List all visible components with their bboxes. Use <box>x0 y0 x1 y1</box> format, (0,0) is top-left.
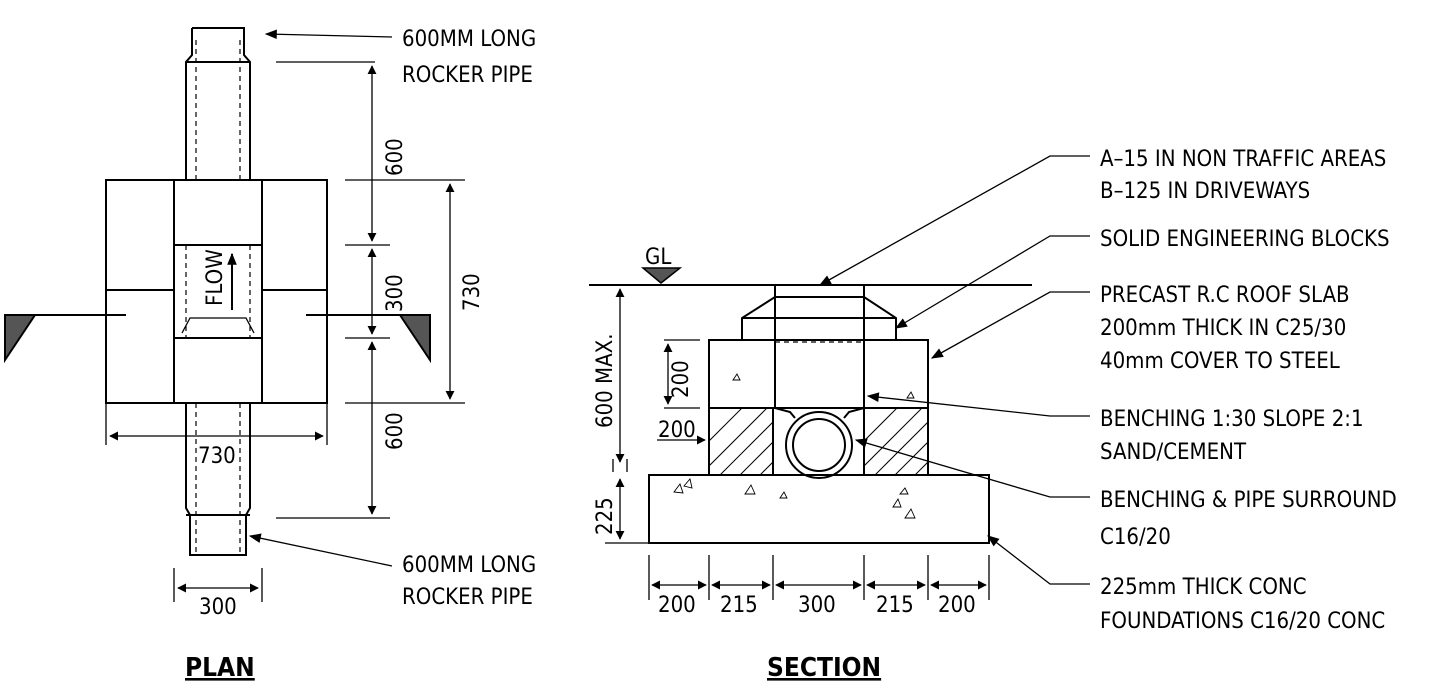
dim-benching-wall: 200 <box>658 418 696 443</box>
lower-rocker-pipe <box>185 403 251 556</box>
dim-bottom-1: 200 <box>658 593 696 618</box>
rocker-pipe-top-label-2: ROCKER PIPE <box>402 63 533 88</box>
callout-slab-line-2: 200mm THICK IN C25/30 <box>1100 316 1346 341</box>
callout-surround-line-1: BENCHING & PIPE SURROUND <box>1100 488 1397 513</box>
gl-marker-left-icon <box>4 314 37 364</box>
hatch-right <box>864 408 928 475</box>
roof-slab <box>708 339 929 409</box>
rocker-pipe-bottom-label-2: ROCKER PIPE <box>402 585 533 610</box>
bottom-dimension-chain <box>648 555 990 600</box>
depth-label: 600 MAX. <box>593 333 618 428</box>
gl-marker-icon <box>640 267 683 284</box>
upper-rocker-pipe <box>185 27 251 180</box>
pipe-outer <box>785 411 853 479</box>
flow-label: FLOW <box>203 249 228 306</box>
pipe-inner <box>792 418 846 472</box>
section-title: SECTION <box>767 653 881 683</box>
dim-chamber-length: 730 <box>460 273 485 311</box>
callout-foundation-line-1: 225mm THICK CONC <box>1100 575 1307 600</box>
callout-surround-line-2: C16/20 <box>1100 525 1171 550</box>
dim-upper-pipe-length: 600 <box>383 138 408 176</box>
plan-title: PLAN <box>185 653 255 683</box>
dim-slab-thickness: 200 <box>669 360 694 398</box>
dim-lower-pipe-length: 600 <box>383 412 408 450</box>
cover-and-frame <box>741 285 897 340</box>
callout-blocks: SOLID ENGINEERING BLOCKS <box>1100 227 1390 252</box>
rocker-pipe-bottom-label-1: 600MM LONG <box>402 553 536 578</box>
gl-label: GL <box>645 245 671 270</box>
callout-cover-line-2: B–125 IN DRIVEWAYS <box>1100 179 1310 204</box>
dim-foundation-thickness: 225 <box>593 497 618 535</box>
foundation <box>648 474 990 544</box>
dim-bottom-5: 200 <box>938 593 976 618</box>
callout-cover-line-1: A–15 IN NON TRAFFIC AREAS <box>1100 147 1386 172</box>
hatch-left <box>709 408 773 475</box>
callout-benching-line-2: SAND/CEMENT <box>1100 440 1247 465</box>
dim-bottom-2: 215 <box>720 593 758 618</box>
callout-foundation-line-2: FOUNDATIONS C16/20 CONC <box>1100 609 1385 634</box>
section-view: GL <box>589 147 1397 683</box>
dim-pipe-width: 300 <box>199 595 237 620</box>
dim-chamber-clear: 300 <box>383 274 408 312</box>
dim-bottom-4: 215 <box>876 593 914 618</box>
callout-slab-line-1: PRECAST R.C ROOF SLAB <box>1100 283 1350 308</box>
callout-slab-line-3: 40mm COVER TO STEEL <box>1100 349 1340 374</box>
chamber-inner-wall <box>173 179 263 404</box>
dim-bottom-3: 300 <box>798 593 836 618</box>
dim-chamber-width: 730 <box>198 444 236 469</box>
plan-view: FLOW 730 300 600 300 600 730 600MM LONG … <box>4 27 536 683</box>
chamber-wall-left <box>708 407 774 476</box>
chamber-wall-right <box>863 407 929 476</box>
callout-benching-line-1: BENCHING 1:30 SLOPE 2:1 <box>1100 407 1364 432</box>
gl-marker-right-icon <box>398 314 431 364</box>
rocker-pipe-top-label-1: 600MM LONG <box>402 27 536 52</box>
aggregate-marks-icon <box>673 373 916 519</box>
